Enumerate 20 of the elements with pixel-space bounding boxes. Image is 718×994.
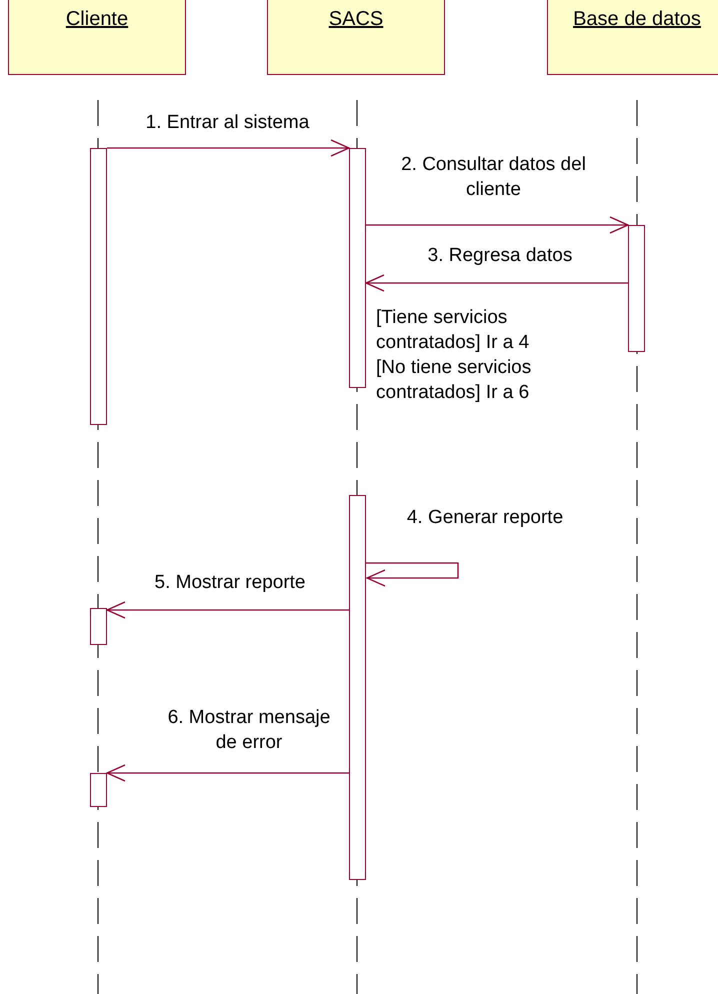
message-arrow bbox=[365, 274, 628, 292]
activation-bar bbox=[90, 148, 107, 425]
activation-bar bbox=[90, 773, 107, 807]
message-arrow bbox=[366, 562, 459, 587]
message-arrow bbox=[106, 601, 349, 619]
activation-bar bbox=[90, 608, 107, 645]
object-box bbox=[547, 0, 718, 75]
message-arrow bbox=[366, 216, 629, 234]
object-box bbox=[8, 0, 186, 75]
activation-bar bbox=[349, 495, 366, 880]
guard-condition: [No tiene servicios contratados] Ir a 6 bbox=[376, 356, 532, 405]
object-name: Base de datos bbox=[572, 8, 702, 31]
message-arrow bbox=[106, 764, 349, 782]
object-name: Cliente bbox=[64, 8, 130, 31]
object-name: SACS bbox=[328, 8, 384, 31]
object-box bbox=[267, 0, 445, 75]
activation-bar bbox=[628, 225, 645, 352]
guard-condition: [Tiene servicios contratados] Ir a 4 bbox=[376, 306, 530, 355]
activation-bar bbox=[349, 148, 366, 388]
message-arrow bbox=[107, 139, 350, 157]
